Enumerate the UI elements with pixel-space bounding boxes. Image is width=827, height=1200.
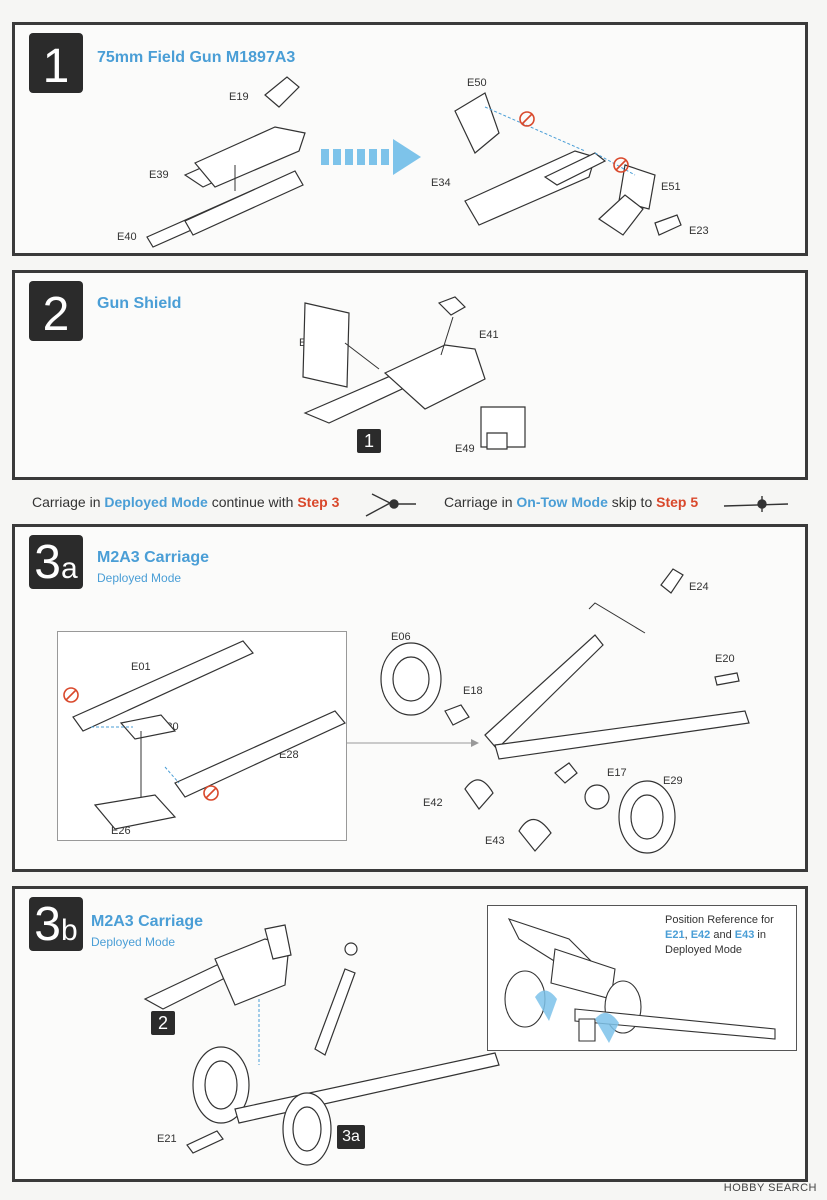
part-label-e17: E17 (607, 767, 627, 779)
step-2-badge: 2 (29, 281, 83, 341)
part-label-e19: E19 (229, 91, 249, 103)
part-label-e49: E49 (455, 443, 475, 455)
step-1-title: 75mm Field Gun M1897A3 (97, 49, 296, 66)
position-reference-note: Position Reference for E21, E42 and E43 … (665, 914, 774, 956)
part-label-e41: E41 (479, 329, 499, 341)
part-label-e24: E24 (689, 581, 709, 593)
part-label-e29: E29 (663, 775, 683, 787)
deployed-mode-instruction: Carriage in Deployed Mode continue with … (32, 494, 340, 510)
step-3a-reference: 3a (337, 1125, 365, 1149)
part-label-e01: E01 (131, 661, 151, 673)
step-3a-panel: 3a M2A3 Carriage Deployed Mode E01 E30 E… (12, 524, 808, 872)
part-label-e51: E51 (661, 181, 681, 193)
step-3a-title: M2A3 Carriage (97, 549, 210, 566)
step-1-panel: 1 75mm Field Gun M1897A3 E19 E39 E40 E50… (12, 22, 808, 256)
on-tow-mode-instruction: Carriage in On-Tow Mode skip to Step 5 (444, 494, 699, 510)
step-2-title: Gun Shield (97, 295, 182, 312)
part-label-e39: E39 (149, 169, 169, 181)
part-label-e18: E18 (463, 685, 483, 697)
watermark: HOBBY SEARCH (723, 1182, 817, 1194)
part-label-e20: E20 (715, 653, 735, 665)
final-assembly-drawing (143, 918, 776, 1166)
step-1-reference: 1 (357, 429, 381, 453)
step-3b-title: M2A3 Carriage (91, 913, 204, 930)
part-label-e40: E40 (117, 231, 137, 243)
part-label-e50: E50 (467, 77, 487, 89)
on-tow-carriage-icon (723, 496, 789, 512)
gun-shield-drawing (302, 296, 526, 450)
no-glue-icon (63, 687, 219, 801)
part-label-e23: E23 (689, 225, 709, 237)
step-2-panel: 2 Gun Shield E48 E41 E49 1 (12, 270, 808, 480)
step-2-reference: 2 (151, 1011, 175, 1035)
no-glue-icon (519, 111, 629, 173)
deployed-carriage-icon (365, 493, 416, 517)
part-label-e43: E43 (485, 835, 505, 847)
part-label-e21: E21 (157, 1133, 177, 1145)
part-label-e42: E42 (423, 797, 443, 809)
part-label-e06: E06 (391, 631, 411, 643)
carriage-deployed-drawing (63, 568, 750, 854)
part-label-e28: E28 (279, 749, 299, 761)
step-1-badge: 1 (29, 33, 83, 93)
barrel-assembly-drawing (146, 76, 682, 248)
part-label-e34: E34 (431, 177, 451, 189)
step-3a-subtitle: Deployed Mode (97, 571, 182, 585)
step-3b-subtitle: Deployed Mode (91, 935, 176, 949)
